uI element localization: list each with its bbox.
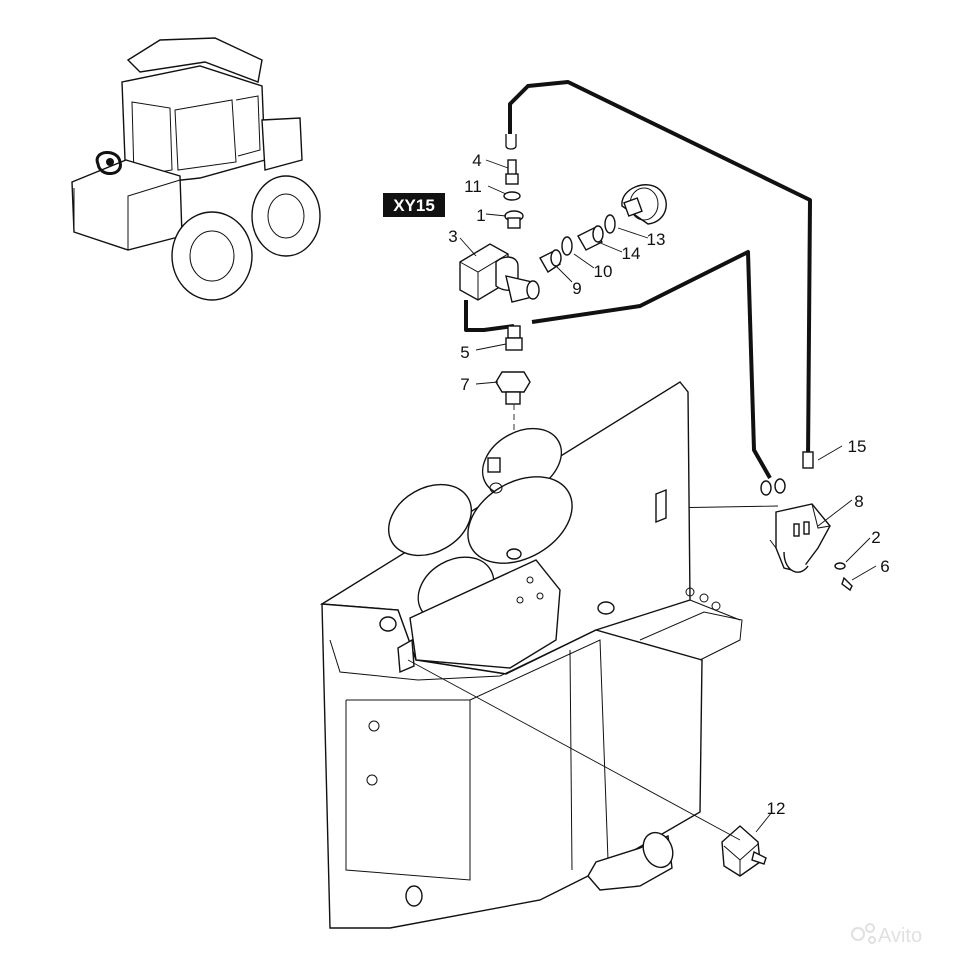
hose-upper <box>508 80 812 461</box>
hose-loop-left <box>464 300 515 332</box>
part-7-adapter <box>495 371 531 393</box>
leader-lines <box>459 159 877 833</box>
hoses <box>464 80 812 479</box>
xy15-badge: XY15 <box>383 193 445 217</box>
hydraulic-tank <box>319 381 743 929</box>
loader-thumbnail-illustration <box>71 37 321 301</box>
callout-3: 3 <box>448 227 457 246</box>
watermark-text: Avito <box>878 925 922 947</box>
xy15-label: XY15 <box>393 196 435 215</box>
right-bracket-group <box>661 451 853 592</box>
callout-13: 13 <box>647 230 666 249</box>
hose-lower <box>531 250 772 479</box>
part-2-washer <box>834 562 846 570</box>
part-6-bolt <box>841 576 853 592</box>
callout-11: 11 <box>464 177 482 196</box>
callout-7: 7 <box>460 375 469 394</box>
part-8-bracket <box>775 503 831 573</box>
callout-12: 12 <box>767 799 786 818</box>
watermark-icon <box>851 927 865 941</box>
xy15-badge-bg <box>383 193 445 217</box>
part-15-cap <box>802 451 814 469</box>
callout-2: 2 <box>871 528 880 547</box>
callouts: 4 11 1 3 5 7 9 10 14 13 15 8 2 6 12 <box>448 151 889 818</box>
right-fittings <box>539 184 667 273</box>
part-11-washer <box>503 191 521 201</box>
callout-15: 15 <box>848 437 867 456</box>
callout-10: 10 <box>594 262 613 281</box>
part-12-switch <box>407 659 767 877</box>
part-5-fitting <box>507 325 521 339</box>
part-10-oring <box>561 236 573 256</box>
callout-1: 1 <box>476 206 485 225</box>
callout-4: 4 <box>472 151 481 170</box>
valve-stack <box>459 134 540 552</box>
avito-watermark: Avito <box>851 923 922 947</box>
callout-8: 8 <box>854 492 863 511</box>
callout-6: 6 <box>880 557 889 576</box>
callout-5: 5 <box>460 343 469 362</box>
callout-9: 9 <box>572 279 581 298</box>
callout-14: 14 <box>622 244 641 263</box>
